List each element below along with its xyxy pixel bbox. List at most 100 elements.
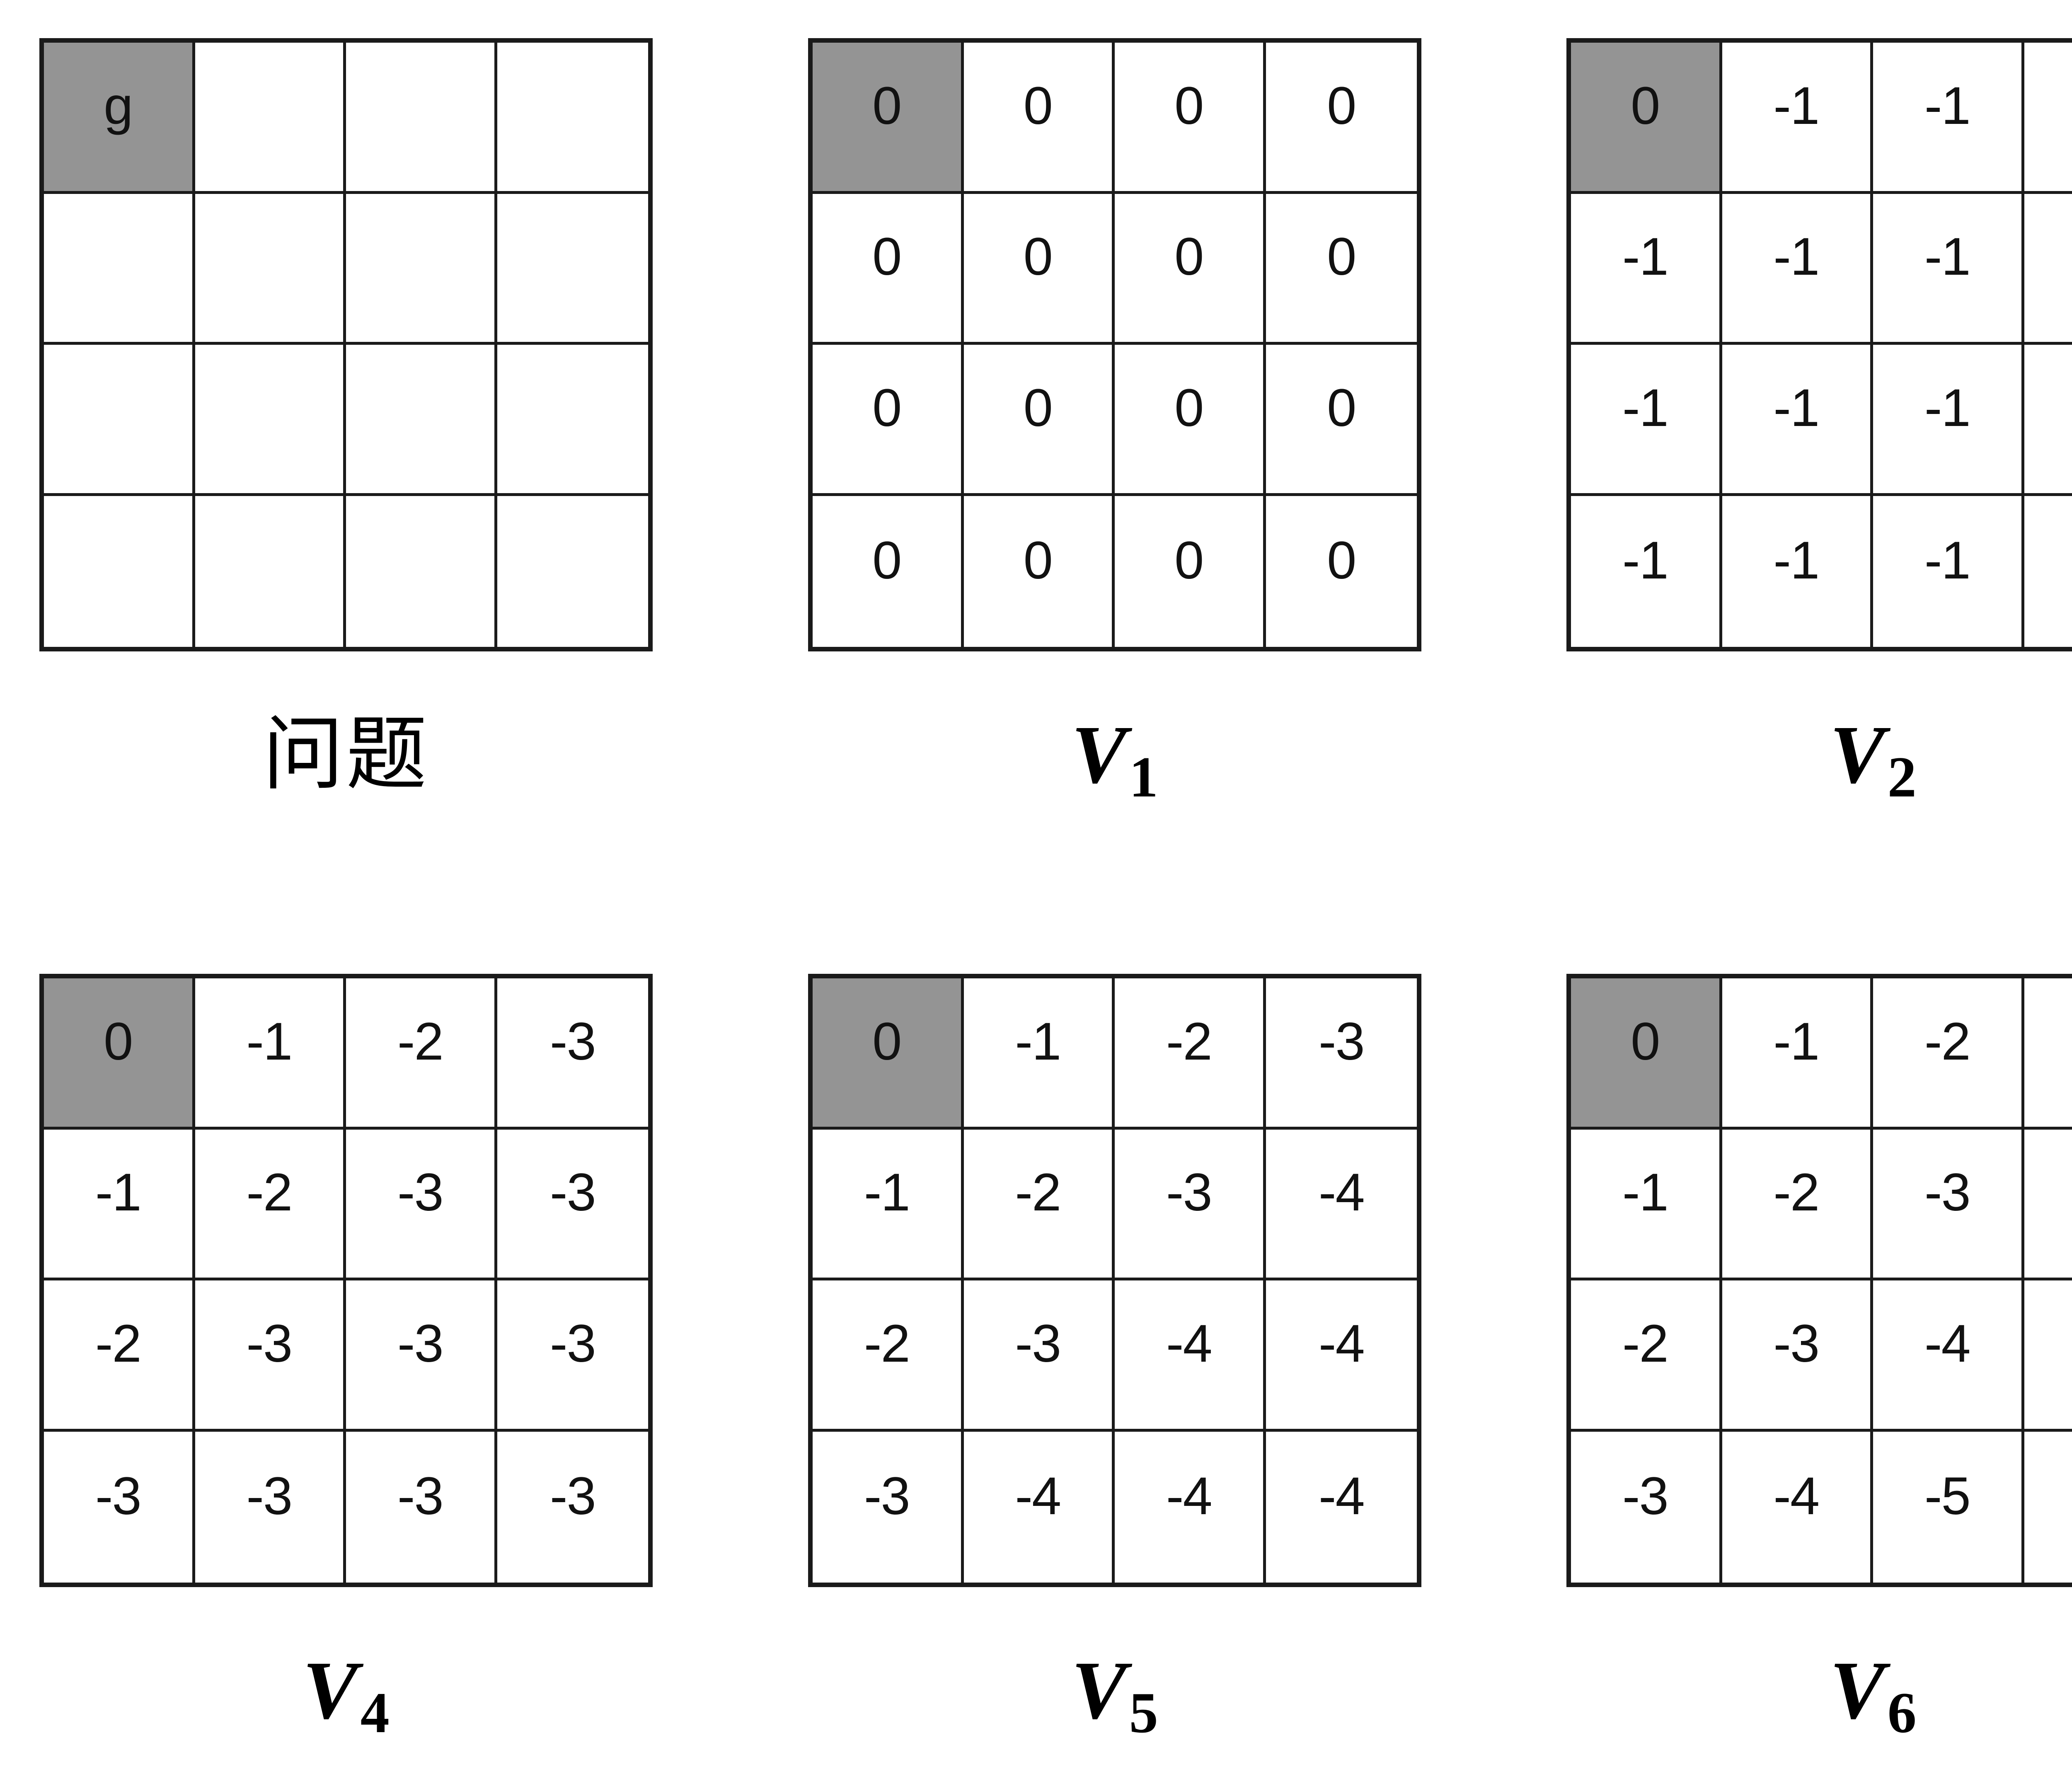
grid-cell: -3: [195, 1280, 346, 1432]
cell-value: -4: [1318, 1466, 1365, 1526]
cell-value: -1: [1924, 530, 1971, 590]
cell-value: -1: [95, 1163, 142, 1222]
cell-value: -1: [246, 1012, 293, 1071]
grid-cell: [195, 194, 346, 345]
cell-value: -2: [1924, 1012, 1971, 1071]
panel-caption-v5: V5: [808, 1649, 1421, 1742]
grid-cell: -5: [2024, 1280, 2072, 1432]
panel-caption-v6: V6: [1566, 1649, 2072, 1742]
grid-cell: -1: [44, 1129, 195, 1280]
cell-value: -3: [1166, 1163, 1213, 1222]
grid-cell: -1: [2024, 194, 2072, 345]
grid-cell: -1: [1571, 1129, 1722, 1280]
grid-cell: -2: [963, 1129, 1115, 1280]
value-grid-v5: 0-1-2-3-1-2-3-4-2-3-4-4-3-4-4-4: [808, 974, 1421, 1587]
caption-symbol: V: [303, 1645, 358, 1736]
cell-value: -1: [1773, 378, 1820, 438]
grid-cell: -1: [1722, 496, 1873, 647]
grid-cell: -4: [1266, 1280, 1417, 1432]
grid-cell: 0: [1115, 496, 1266, 647]
grid-cell: 0: [1266, 194, 1417, 345]
cell-value: 0: [1174, 227, 1204, 287]
grid-cell: 0: [963, 43, 1115, 194]
cell-value: 0: [872, 378, 902, 438]
cell-value: 0: [1327, 227, 1356, 287]
grid-cell: -1: [2024, 496, 2072, 647]
cell-value: -3: [549, 1314, 596, 1373]
cell-value: -1: [1773, 76, 1820, 136]
grid-cell: -1: [813, 1129, 964, 1280]
cell-value: 0: [1631, 1012, 1660, 1071]
cell-value: 0: [1023, 530, 1053, 590]
cell-value: -3: [397, 1314, 444, 1373]
caption-symbol: V: [1830, 1645, 1885, 1736]
grid-cell: -3: [346, 1431, 497, 1583]
cell-value: -2: [95, 1314, 142, 1373]
grid-cell: [497, 194, 648, 345]
value-grid-problem: g: [39, 38, 653, 651]
grid-cell: -3: [497, 1431, 648, 1583]
caption-symbol: V: [1830, 709, 1885, 801]
cell-value: -3: [1318, 1012, 1365, 1071]
grid-cell-terminal: 0: [44, 978, 195, 1130]
grid-cell: [195, 496, 346, 647]
cell-value: -2: [1015, 1163, 1061, 1222]
cell-value: -3: [549, 1163, 596, 1222]
cell-value: -3: [246, 1466, 293, 1526]
caption-symbol: V: [1071, 709, 1127, 801]
cell-value: 0: [1327, 530, 1356, 590]
grid-cell: -2: [195, 1129, 346, 1280]
caption-text: 问题: [263, 707, 429, 801]
grid-cell: 0: [1115, 194, 1266, 345]
grid-cell: -4: [1115, 1431, 1266, 1583]
grid-cell: -4: [963, 1431, 1115, 1583]
grid-cell: -3: [963, 1280, 1115, 1432]
cell-value: 0: [872, 1012, 902, 1071]
cell-value: -3: [549, 1012, 596, 1071]
cell-value: -3: [864, 1466, 910, 1526]
grid-cell: -3: [1873, 1129, 2024, 1280]
cell-value: 0: [872, 530, 902, 590]
cell-value: -4: [1773, 1466, 1820, 1526]
grid-cell: -3: [346, 1129, 497, 1280]
cell-value: g: [104, 76, 133, 136]
grid-cell: 0: [813, 496, 964, 647]
grid-cell: -3: [1266, 978, 1417, 1130]
cell-value: -1: [864, 1163, 910, 1222]
grid-cell: -1: [1571, 496, 1722, 647]
grid-cell: -1: [1873, 43, 2024, 194]
grid-cell: -2: [44, 1280, 195, 1432]
cell-value: -2: [397, 1012, 444, 1071]
cell-value: -4: [1318, 1163, 1365, 1222]
cell-value: 0: [1174, 378, 1204, 438]
grid-cell: -3: [44, 1431, 195, 1583]
grid-cell: -3: [1722, 1280, 1873, 1432]
grid-cell: 0: [963, 496, 1115, 647]
grid-cell: -2: [813, 1280, 964, 1432]
caption-subscript: 1: [1129, 745, 1158, 809]
grid-cell: [44, 194, 195, 345]
cell-value: -1: [1622, 378, 1669, 438]
cell-value: -1: [1773, 1012, 1820, 1071]
caption-subscript: 4: [360, 1681, 390, 1745]
cell-value: -4: [1015, 1466, 1061, 1526]
cell-value: -3: [549, 1466, 596, 1526]
grid-cell: [44, 496, 195, 647]
grid-cell: [346, 194, 497, 345]
cell-value: 0: [872, 227, 902, 287]
value-grid-v6: 0-1-2-3-1-2-3-4-2-3-4-5-3-4-5-5: [1566, 974, 2072, 1587]
grid-cell: -3: [2024, 978, 2072, 1130]
grid-cell: -1: [1722, 43, 1873, 194]
cell-value: 0: [1327, 378, 1356, 438]
cell-value: 0: [1023, 378, 1053, 438]
cell-value: -3: [1015, 1314, 1061, 1373]
grid-cell: -2: [1873, 978, 2024, 1130]
grid-cell: 0: [1266, 43, 1417, 194]
grid-cell: -2: [346, 978, 497, 1130]
grid-cell-terminal: 0: [1571, 978, 1722, 1130]
grid-cell: -3: [813, 1431, 964, 1583]
grid-cell: -4: [1266, 1129, 1417, 1280]
